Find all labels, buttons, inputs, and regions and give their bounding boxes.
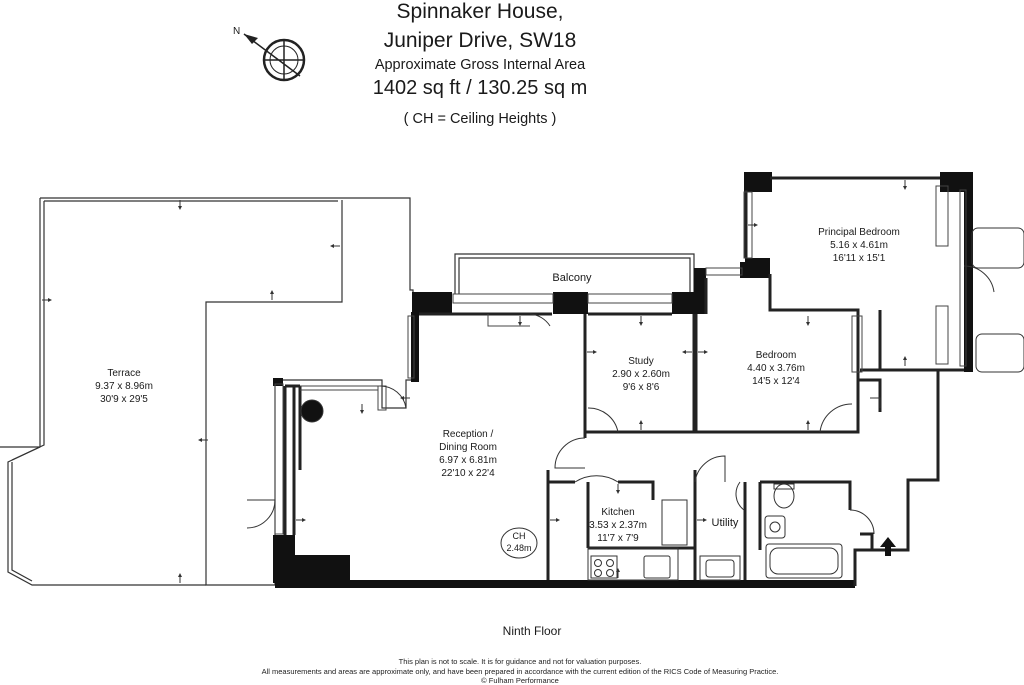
ceiling-height-badge: CH 2.48m	[500, 527, 538, 559]
principal-imperial: 16'11 x 15'1	[833, 253, 886, 264]
door-swings	[246, 265, 995, 535]
balcony-name: Balcony	[552, 272, 592, 284]
kitchen-imperial: 11'7 x 7'9	[597, 533, 639, 544]
floor-label: Ninth Floor	[502, 624, 562, 638]
reception-metric: 6.97 x 6.81m	[439, 455, 497, 466]
disclaimer-line-1: This plan is not to scale. It is for gui…	[398, 657, 642, 666]
disclaimer-line-2: All measurements and areas are approxima…	[261, 667, 779, 676]
label-terrace: Terrace 9.37 x 8.96m 30'9 x 29'5	[95, 368, 153, 405]
bedroom-metric: 4.40 x 3.76m	[747, 363, 805, 374]
kitchen-metric: 3.53 x 2.37m	[589, 520, 647, 531]
label-study: Study 2.90 x 2.60m 9'6 x 8'6	[612, 356, 670, 393]
windows	[274, 185, 967, 535]
label-kitchen: Kitchen 3.53 x 2.37m 11'7 x 7'9	[589, 507, 647, 544]
study-imperial: 9'6 x 8'6	[623, 382, 660, 393]
ceiling-note: ( CH = Ceiling Heights )	[403, 111, 557, 127]
compass-icon: N	[233, 26, 306, 82]
fixtures	[300, 227, 1024, 581]
label-reception: Reception / Dining Room 6.97 x 6.81m 22'…	[439, 429, 497, 479]
building-name: Spinnaker House,	[396, 0, 564, 23]
label-principal-bedroom: Principal Bedroom 5.16 x 4.61m 16'11 x 1…	[818, 227, 900, 264]
reception-name-2: Dining Room	[439, 442, 497, 453]
terrace-arrows	[42, 200, 340, 583]
ceiling-value: 2.48m	[506, 543, 531, 553]
bedroom-name: Bedroom	[756, 350, 797, 361]
disclaimer-line-3: © Fulham Performance	[481, 676, 559, 685]
entrance-arrow-icon	[880, 537, 896, 556]
terrace-metric: 9.37 x 8.96m	[95, 381, 153, 392]
principal-name: Principal Bedroom	[818, 227, 900, 238]
interior-walls	[283, 176, 964, 586]
terrace-name: Terrace	[107, 368, 141, 379]
walls	[273, 172, 973, 588]
area-label: Approximate Gross Internal Area	[374, 57, 586, 73]
terrace-imperial: 30'9 x 29'5	[100, 394, 148, 405]
area-value: 1402 sq ft / 130.25 sq m	[372, 77, 588, 99]
address: Juniper Drive, SW18	[383, 29, 577, 52]
label-bedroom: Bedroom 4.40 x 3.76m 14'5 x 12'4	[747, 350, 805, 387]
ceiling-label: CH	[513, 531, 526, 541]
svg-text:N: N	[233, 26, 240, 37]
reception-imperial: 22'10 x 22'4	[441, 468, 495, 479]
study-metric: 2.90 x 2.60m	[612, 369, 670, 380]
kitchen-name: Kitchen	[601, 507, 634, 518]
principal-metric: 5.16 x 4.61m	[830, 240, 888, 251]
terrace-outline	[0, 197, 414, 586]
study-name: Study	[628, 356, 654, 367]
room-arrows	[296, 180, 907, 578]
reception-name-1: Reception /	[443, 429, 494, 440]
bedroom-imperial: 14'5 x 12'4	[752, 376, 800, 387]
utility-name: Utility	[712, 517, 739, 529]
